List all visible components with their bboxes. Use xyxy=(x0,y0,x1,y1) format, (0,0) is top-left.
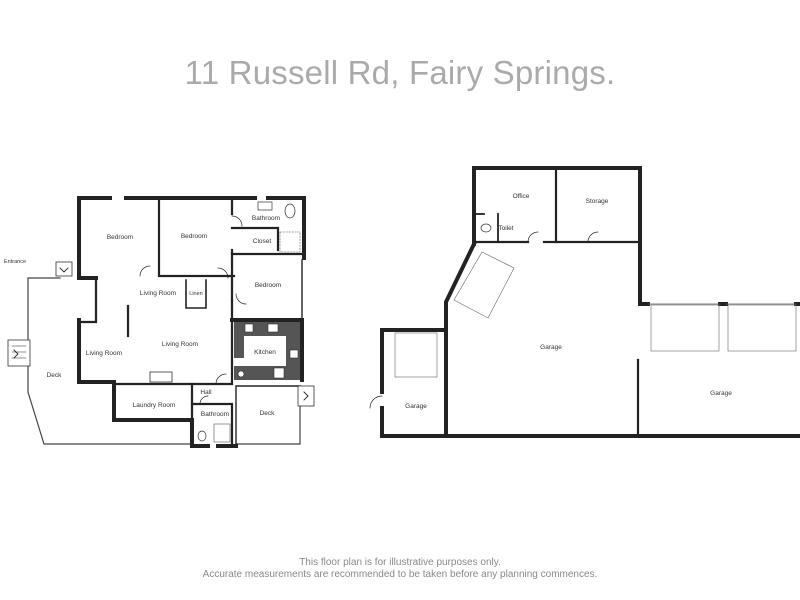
disclaimer-line-2: Accurate measurements are recommended to… xyxy=(202,569,598,580)
label-entrance: Entrance xyxy=(4,259,26,265)
label-living-room-3: Living Room xyxy=(162,341,198,348)
label-garage-1: Garage xyxy=(540,344,562,351)
label-bathroom-2: Bathroom xyxy=(201,411,229,418)
label-closet: Closet xyxy=(253,238,272,245)
garage-plan xyxy=(369,166,800,438)
label-deck-2: Deck xyxy=(260,410,276,417)
label-deck-1: Deck xyxy=(47,372,63,379)
page-title: 11 Russell Rd, Fairy Springs. xyxy=(184,54,616,91)
label-kitchen: Kitchen xyxy=(254,349,276,356)
label-office: Office xyxy=(513,193,530,200)
label-garage-2: Garage xyxy=(405,403,427,410)
label-garage-3: Garage xyxy=(710,390,732,397)
label-hall: Hall xyxy=(200,389,212,396)
label-living-room-2: Living Room xyxy=(86,350,122,357)
label-bedroom-2: Bedroom xyxy=(181,233,207,240)
label-bedroom-1: Bedroom xyxy=(107,234,133,241)
label-storage: Storage xyxy=(586,198,609,205)
label-linen: Linen xyxy=(189,291,202,297)
label-living-room-1: Living Room xyxy=(140,290,176,297)
label-bathroom-1: Bathroom xyxy=(252,215,280,222)
house-plan xyxy=(7,196,315,448)
label-toilet: Toilet xyxy=(498,225,513,232)
disclaimer-line-1: This floor plan is for illustrative purp… xyxy=(299,557,501,568)
label-bedroom-3: Bedroom xyxy=(255,282,281,289)
label-laundry-room: Laundry Room xyxy=(133,402,176,409)
